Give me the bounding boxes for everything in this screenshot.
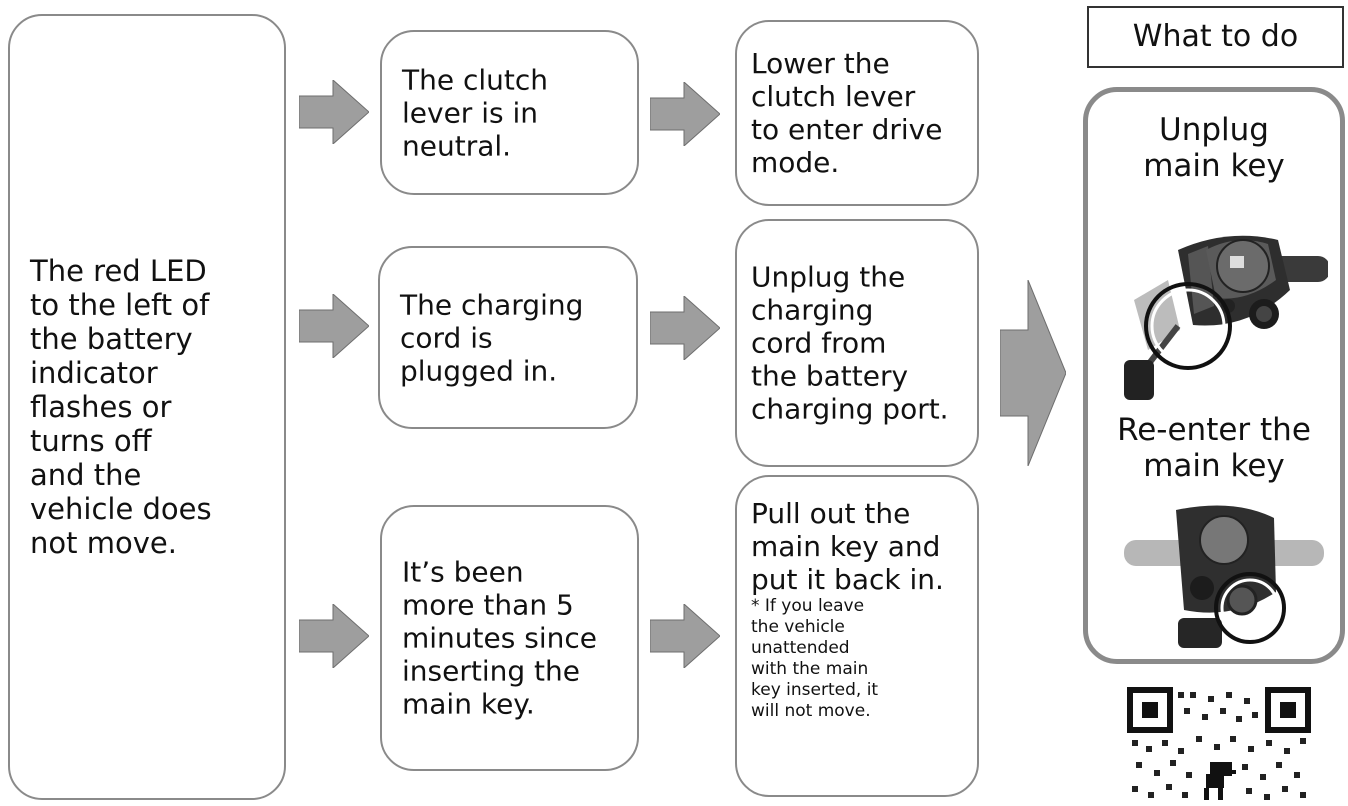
- what-to-do-panel: Unplug main key Re-enter the main key: [1083, 87, 1345, 664]
- solution-text: Unplug the charging cord from the batter…: [751, 260, 949, 426]
- solution-note: * If you leave the vehicle unattended wi…: [751, 596, 879, 721]
- reenter-key-photo: [1124, 500, 1324, 664]
- solution-box-clutch: Lower the clutch lever to enter drive mo…: [735, 20, 979, 206]
- solution-text: Lower the clutch lever to enter drive mo…: [751, 47, 943, 179]
- arrow-right-icon: [299, 294, 369, 358]
- solution-text: Pull out the main key and put it back in…: [751, 497, 944, 596]
- arrow-right-icon: [650, 82, 720, 146]
- what-to-do-title: What to do: [1087, 6, 1344, 68]
- arrow-right-icon: [1000, 280, 1066, 466]
- solution-box-key: Pull out the main key and put it back in…: [735, 475, 979, 797]
- arrow-right-icon: [650, 296, 720, 360]
- unplug-key-photo: [1118, 210, 1330, 404]
- condition-box: The red LED to the left of the battery i…: [8, 14, 286, 800]
- solution-box-charging: Unplug the charging cord from the batter…: [735, 219, 979, 467]
- qr-code-icon[interactable]: [1126, 686, 1312, 802]
- arrow-right-icon: [299, 604, 369, 668]
- cause-text: It’s been more than 5 minutes since inse…: [402, 555, 597, 721]
- arrow-right-icon: [650, 604, 720, 668]
- cause-box-charging: The charging cord is plugged in.: [378, 246, 638, 429]
- cause-text: The charging cord is plugged in.: [400, 288, 584, 387]
- step-unplug-label: Unplug main key: [1143, 112, 1285, 184]
- cause-text: The clutch lever is in neutral.: [402, 63, 549, 162]
- step-reenter-label: Re-enter the main key: [1117, 412, 1311, 484]
- cause-box-clutch: The clutch lever is in neutral.: [380, 30, 639, 195]
- arrow-right-icon: [299, 80, 369, 144]
- cause-box-timeout: It’s been more than 5 minutes since inse…: [380, 505, 639, 771]
- condition-text: The red LED to the left of the battery i…: [30, 254, 212, 560]
